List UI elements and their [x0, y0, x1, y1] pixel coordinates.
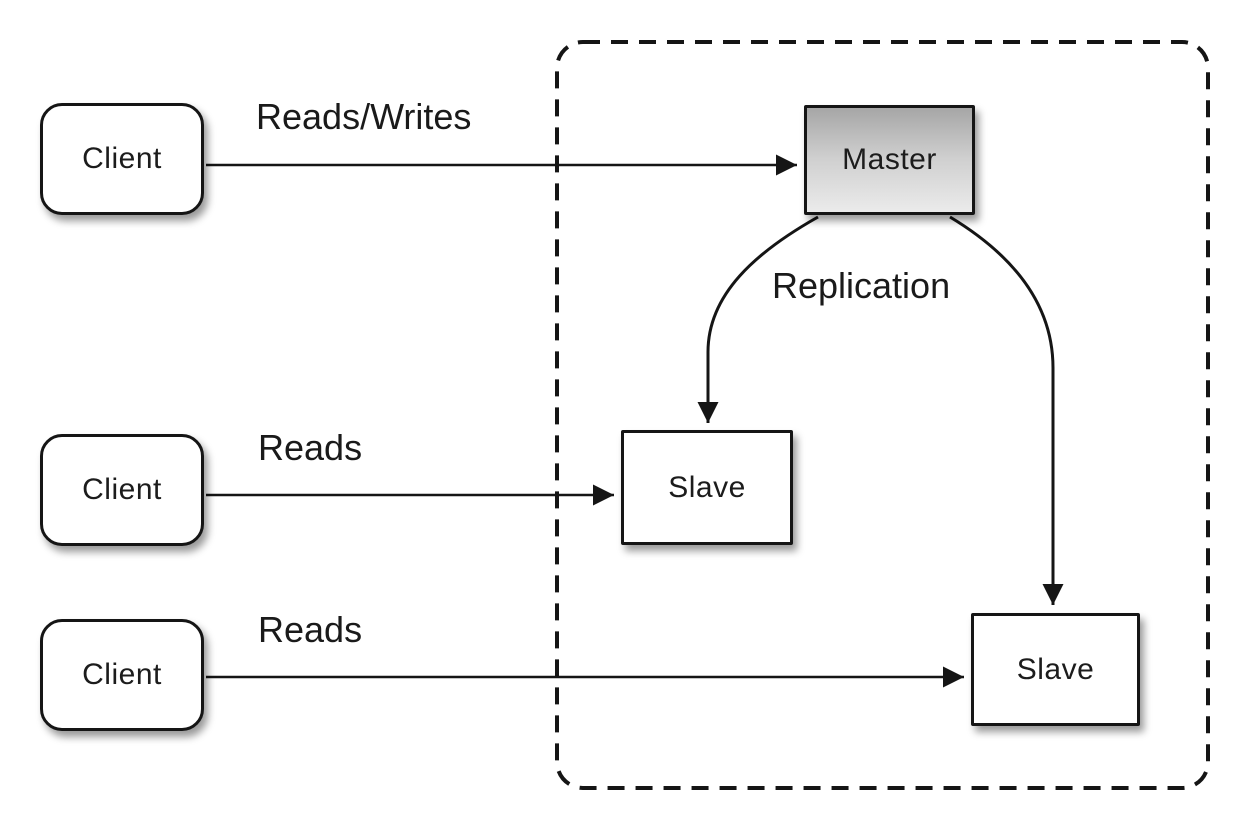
- node-client-2: Client: [40, 434, 204, 546]
- edge-label-reads-client2: Reads: [258, 427, 363, 468]
- node-slave-2-label: Slave: [1016, 652, 1095, 686]
- node-slave-1-label: Slave: [668, 470, 746, 504]
- replication-group-border: [555, 40, 1210, 790]
- edge-label-replication: Replication: [772, 265, 951, 306]
- node-client-1-label: Client: [82, 142, 162, 175]
- node-slave-2: Slave: [971, 613, 1140, 726]
- arrow-master-to-slave2: [949, 215, 1064, 605]
- node-client-2-label: Client: [82, 473, 162, 506]
- arrow-master-to-slave1: [697, 215, 819, 423]
- node-master: Master: [804, 105, 975, 215]
- node-client-1: Client: [40, 103, 204, 215]
- node-slave-1: Slave: [621, 430, 793, 545]
- node-master-label: Master: [842, 143, 937, 176]
- node-client-3: Client: [40, 619, 204, 731]
- edge-label-reads-writes: Reads/Writes: [256, 96, 472, 137]
- node-client-3-label: Client: [82, 658, 162, 691]
- edge-label-reads-client3: Reads: [258, 609, 363, 650]
